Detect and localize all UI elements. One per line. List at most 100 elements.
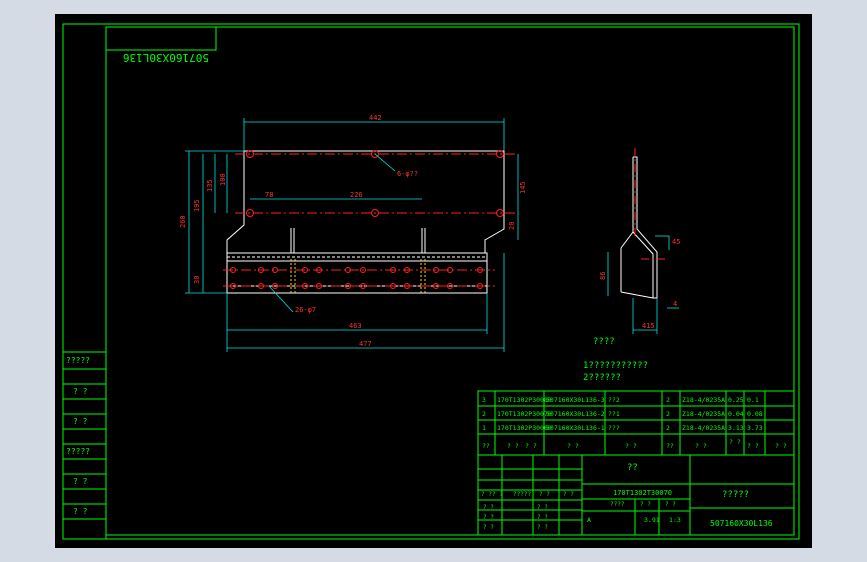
title-block-title: ?? xyxy=(627,463,638,473)
parts-header-9: ? ? xyxy=(775,442,787,450)
dim-h195: 195 xyxy=(193,199,201,212)
title-block-label-11: ???? xyxy=(610,501,625,508)
parts-header-2: ? ? xyxy=(525,442,537,450)
dim-bottom-463: 463 xyxy=(349,322,362,330)
front-dimension-labels: 442 226 78 260 195 135 100 30 145 20 6-φ… xyxy=(179,114,527,348)
title-block-label-2: ????? xyxy=(513,491,531,498)
dim-side-4: 4 xyxy=(673,300,677,308)
parts-rows: 3 170T1302P30080 507160X30L136-3 ??2 2 Z… xyxy=(482,396,787,450)
notes-line-1: 1??????????? xyxy=(583,361,648,371)
dim-h30: 30 xyxy=(193,276,201,284)
dim-overall-height: 260 xyxy=(179,215,187,228)
title-block-drawing-no: 170T1302T30070 xyxy=(613,489,672,497)
title-block-label-7: ? ? xyxy=(483,514,494,521)
front-dimensions xyxy=(185,118,519,352)
part-0-name: 507160X30L136-3 xyxy=(546,396,605,404)
part-2-qty: 2 xyxy=(666,424,670,432)
title-block-label-3: ? ? xyxy=(539,491,550,498)
part-1-note: ??1 xyxy=(608,410,620,418)
left-strip-label-5: ? ? xyxy=(73,507,88,516)
dim-h135: 135 xyxy=(206,179,214,192)
notes-line-2: 2?????? xyxy=(583,373,621,383)
dim-hole-bottom: 26-φ7 xyxy=(295,306,316,314)
part-1-unit: 0.04 xyxy=(728,410,744,418)
left-strip-label-4: ? ? xyxy=(73,477,88,486)
title-block-sheet: A xyxy=(587,516,591,524)
part-2-total: 3.73 xyxy=(747,424,763,432)
part-1-code: 170T1302P30070 xyxy=(497,410,552,418)
left-strip-label-0: ????? xyxy=(66,356,90,365)
title-block-label-6: ? ? xyxy=(537,504,548,511)
dim-right-20: 20 xyxy=(508,222,516,230)
title-block-model: 507160X30L136 xyxy=(710,519,773,528)
part-1-no: 2 xyxy=(482,410,486,418)
parts-header-8: ? ? xyxy=(747,442,759,450)
part-0-unit: 0.25 xyxy=(728,396,744,404)
title-block-label-13: ? ? xyxy=(665,501,676,508)
part-0-code: 170T1302P30080 xyxy=(497,396,552,404)
notes-heading: ???? xyxy=(593,337,615,347)
side-view xyxy=(607,148,679,334)
dim-left-offset: 78 xyxy=(265,191,273,199)
front-view xyxy=(223,150,515,294)
parts-list xyxy=(477,390,795,456)
parts-header-7: ? ? xyxy=(729,438,741,446)
dim-top-width: 442 xyxy=(369,114,382,122)
drawing-svg: 507160X30L136 ????? ? ? ? ? ????? ? ? ? … xyxy=(62,23,800,540)
part-1-qty: 2 xyxy=(666,410,670,418)
part-0-no: 3 xyxy=(482,396,486,404)
outer-border xyxy=(62,23,800,540)
title-block-label-10: ? ? xyxy=(537,524,548,531)
part-0-material: Z18-4/0235A xyxy=(682,396,725,404)
code-box xyxy=(105,26,217,51)
left-strip-label-3: ????? xyxy=(66,447,90,456)
drawing-canvas[interactable]: 507160X30L136 ????? ? ? ? ? ????? ? ? ? … xyxy=(55,14,812,548)
left-strip-label-2: ? ? xyxy=(73,417,88,426)
part-2-name: 507160X30L136-1 xyxy=(546,424,605,432)
title-block-label-1: ? ? xyxy=(492,491,503,498)
part-2-code: 170T1302P30060 xyxy=(497,424,552,432)
parts-header-6: ? ? xyxy=(695,442,707,450)
title-block xyxy=(477,454,795,536)
dim-mid-spacing: 226 xyxy=(350,191,363,199)
parts-header-1: ? ? xyxy=(507,442,519,450)
parts-header-4: ? ? xyxy=(625,442,637,450)
part-2-note: ??? xyxy=(608,424,620,432)
dim-side-86: 86 xyxy=(599,272,607,280)
dim-right-145: 145 xyxy=(519,181,527,194)
title-block-label-5: ? ? xyxy=(483,504,494,511)
side-dimension-labels: 45 86 4 415 xyxy=(599,238,680,330)
part-0-qty: 2 xyxy=(666,396,670,404)
title-block-label-8: ? ? xyxy=(537,514,548,521)
inner-border xyxy=(105,26,795,536)
dim-side-45: 45 xyxy=(672,238,680,246)
left-strip: ????? ? ? ? ? ????? ? ? ? ? xyxy=(62,351,107,540)
title-block-company: ????? xyxy=(722,490,749,500)
part-1-name: 507160X30L136-2 xyxy=(546,410,605,418)
dim-bottom-477: 477 xyxy=(359,340,372,348)
title-block-text: ?? 170T1302T30070 ????? 507160X30L136 A … xyxy=(481,463,773,531)
title-block-label-12: ? ? xyxy=(640,501,651,508)
parts-header-5: ?? xyxy=(666,442,674,450)
part-1-material: Z18-4/0235A xyxy=(682,410,725,418)
title-block-label-4: ? ? xyxy=(563,491,574,498)
dim-h100: 100 xyxy=(219,173,227,186)
parts-header-3: ? ? xyxy=(567,442,579,450)
parts-header-0: ?? xyxy=(482,442,490,450)
dim-side-15: 415 xyxy=(642,322,655,330)
part-2-material: Z18-4/0235A xyxy=(682,424,725,432)
title-block-label-0: ? ? xyxy=(481,491,492,498)
part-0-total: 0.1 xyxy=(747,396,759,404)
dim-hole-top: 6-φ?? xyxy=(397,170,418,178)
part-2-unit: 3.13 xyxy=(728,424,744,432)
part-1-total: 0.08 xyxy=(747,410,763,418)
part-2-no: 1 xyxy=(482,424,486,432)
title-block-scale: 1:3 xyxy=(669,516,681,524)
notes: ???? 1??????????? 2?????? xyxy=(583,337,648,383)
title-block-label-9: ? ? xyxy=(483,524,494,531)
left-strip-label-1: ? ? xyxy=(73,387,88,396)
part-0-note: ??2 xyxy=(608,396,620,404)
code-box-text: 507160X30L136 xyxy=(123,51,209,64)
title-block-weight: 3.91 xyxy=(644,516,660,524)
